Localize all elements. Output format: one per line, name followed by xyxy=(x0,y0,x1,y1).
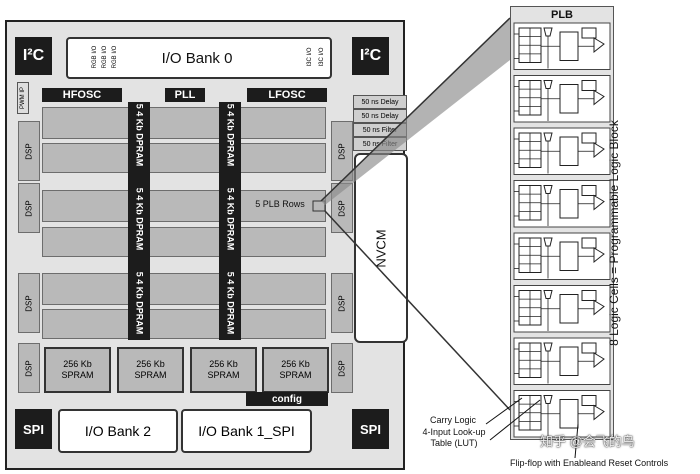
carry-logic xyxy=(543,237,553,247)
output-buffer xyxy=(581,342,597,354)
flipflop-label: Flip-flop with Enableand Reset Controls xyxy=(510,458,669,468)
output-mux xyxy=(593,142,605,159)
output-buffer xyxy=(581,80,597,91)
spi-block-left: SPI xyxy=(15,409,52,449)
callout-line-top xyxy=(320,17,511,202)
spram-block: 256 Kb SPRAM xyxy=(44,347,111,393)
plb-row xyxy=(42,309,326,339)
carry-logic xyxy=(543,80,553,89)
output-mux xyxy=(593,404,605,421)
lut-arrow xyxy=(489,399,541,441)
spram-block: 256 Kb SPRAM xyxy=(190,347,257,393)
io-bank-0-label: I/O Bank 0 xyxy=(161,49,233,67)
dsp-right-3: DSP xyxy=(331,273,353,333)
carry-logic-arrow xyxy=(485,397,523,425)
dsp-right-4: DSP xyxy=(331,343,353,393)
dpram-column-right xyxy=(219,102,241,340)
dsp-left-1: DSP xyxy=(18,121,40,181)
plb-row xyxy=(42,190,326,222)
callout-line-bottom xyxy=(324,210,511,411)
plb-row xyxy=(42,227,326,257)
io-bank-0 xyxy=(66,37,332,79)
delay-block: 50 ns Delay xyxy=(353,95,407,109)
dsp-left-3: DSP xyxy=(18,273,40,333)
output-mux xyxy=(593,89,605,106)
carry-logic xyxy=(543,132,553,142)
output-mux xyxy=(593,194,605,211)
carry-logic xyxy=(543,395,553,404)
plb-row xyxy=(42,107,326,139)
output-buffer xyxy=(581,237,597,249)
output-mux xyxy=(593,247,605,264)
output-mux xyxy=(593,37,605,54)
output-mux xyxy=(593,352,605,369)
dsp-left-4: DSP xyxy=(18,343,40,393)
plb-rows-label: 5 PLB Rows xyxy=(255,199,305,209)
plb-selection-box xyxy=(312,200,326,212)
output-buffer xyxy=(581,185,597,196)
i2c-block-right: I²C xyxy=(352,37,389,75)
output-buffer xyxy=(581,290,597,301)
lut-label: 4-Input Look-up Table (LUT) xyxy=(422,427,486,448)
output-buffer xyxy=(581,27,597,39)
io-bank-2: I/O Bank 2 xyxy=(58,409,178,453)
carry-logic xyxy=(543,27,553,37)
plb-title: PLB xyxy=(551,9,573,21)
delay-block: 50 ns Delay xyxy=(353,109,407,123)
spram-block: 256 Kb SPRAM xyxy=(117,347,184,393)
flipflop-arrow xyxy=(574,423,579,459)
plb-row xyxy=(42,273,326,305)
watermark-text: 知乎 @会飞的鸟 xyxy=(540,434,635,449)
plb-cells xyxy=(513,22,611,438)
plb-row xyxy=(42,143,326,173)
dsp-left-2: DSP xyxy=(18,183,40,233)
spram-block: 256 Kb SPRAM xyxy=(262,347,329,393)
output-buffer xyxy=(581,132,597,144)
hfosc-block: HFOSC xyxy=(42,88,122,102)
pwm-ip-block xyxy=(17,82,29,114)
output-mux xyxy=(593,299,605,316)
carry-logic xyxy=(543,185,553,194)
spi-block-right: SPI xyxy=(352,409,389,449)
dpram-column-left xyxy=(128,102,150,340)
carry-logic xyxy=(543,342,553,352)
i2c-block-left: I²C xyxy=(15,37,52,75)
output-buffer xyxy=(581,395,597,406)
lfosc-block: LFOSC xyxy=(247,88,327,102)
carry-logic-label: Carry Logic xyxy=(429,415,476,425)
config-block: config xyxy=(246,392,328,406)
carry-logic xyxy=(543,290,553,299)
io-bank-1-spi: I/O Bank 1_SPI xyxy=(181,409,312,453)
pll-block: PLL xyxy=(165,88,205,102)
